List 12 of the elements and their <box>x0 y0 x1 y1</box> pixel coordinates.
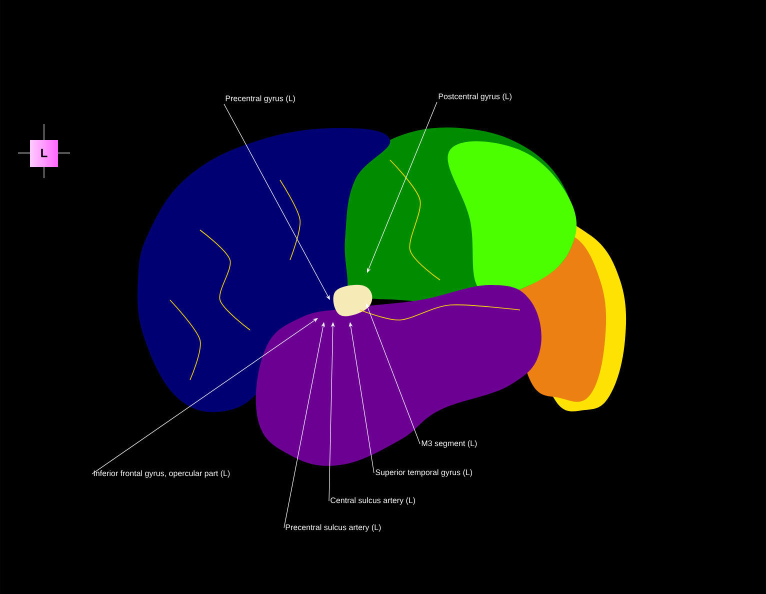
leader-line <box>367 102 438 273</box>
structure-label: M3 segment (L) <box>422 440 477 448</box>
leader-line <box>224 104 330 300</box>
structure-label: Inferior frontal gyrus, opercular part (L) <box>94 470 230 478</box>
orientation-letter: L <box>41 148 48 158</box>
structure-label: Central sulcus artery (L) <box>330 497 416 505</box>
leader-line <box>92 318 318 474</box>
structure-label: Superior temporal gyrus (L) <box>376 469 472 477</box>
structure-label: Precentral gyrus (L) <box>226 95 295 103</box>
structure-label: Precentral sulcus artery (L) <box>286 524 381 532</box>
structure-label: Postcentral gyrus (L) <box>438 93 512 101</box>
leader-line <box>366 303 420 444</box>
